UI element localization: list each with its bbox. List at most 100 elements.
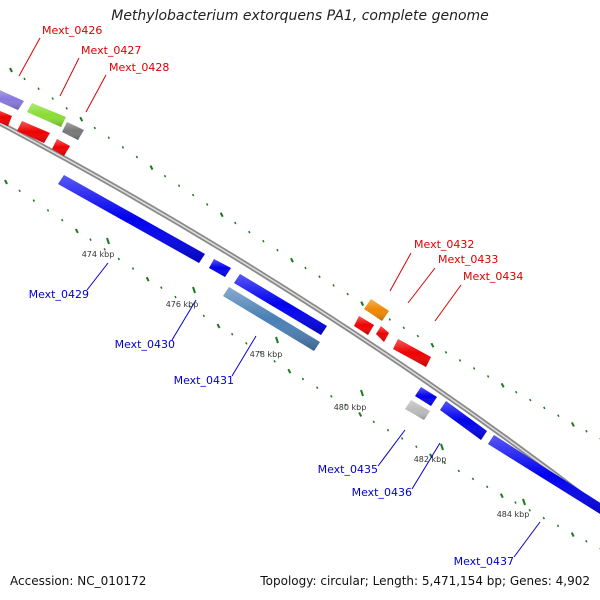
tick-dot [51,97,54,100]
tick-dot [79,116,84,122]
tick-dot [457,469,461,473]
gene-shade [209,259,231,277]
accession-text: Accession: NC_010172 [10,574,147,588]
tick-dot [386,428,390,432]
tick-dot [585,429,588,433]
tick-dot [304,266,307,270]
tick-label: 484 kbp [497,510,530,519]
tick-dot [485,485,489,489]
tick-dot [89,238,92,241]
tick-dot [32,199,36,202]
tick-dot [205,203,209,206]
tick-dot [135,155,139,159]
gene-shade [415,387,437,406]
tick-dot [529,398,532,402]
tick-dot [259,351,262,354]
gene-shade [17,121,50,143]
tick-dot [372,420,376,424]
gene-shade [62,122,84,140]
tick-label: 478 kbp [250,350,283,359]
tick-dot [60,218,64,222]
tick-dot [145,276,150,282]
tick-dot [163,174,167,178]
tick-dot [191,193,195,197]
gene-label-leader [411,442,441,490]
tick-dot [188,305,191,308]
tick-dot [276,248,279,252]
major-tick [106,237,110,245]
gene-shade [488,435,600,514]
gene-label: Mext_0437 [454,555,514,568]
gene-shade [0,90,24,110]
genes-layer [0,90,600,514]
tick-dot [430,342,435,348]
tick-dot [103,247,106,251]
gene-label-leader [377,429,406,467]
tick-dot [245,341,248,345]
tick-dot [402,326,406,330]
major-tick [192,286,196,294]
tick-dot [360,301,365,307]
gene-label: Mext_0435 [318,463,378,476]
tick-dot [74,228,79,234]
tick-dots [4,67,600,550]
tick-dot [332,284,335,287]
gene-label: Mext_0434 [463,270,523,283]
gene-shade [354,316,374,335]
tick-label: 480 kbp [334,403,367,412]
tick-dot [570,532,575,538]
tick-dot [230,332,234,336]
gene-shade [234,274,327,335]
tick-dot [9,67,13,73]
gene-label: Mext_0431 [174,374,234,387]
tick-dot [400,437,404,440]
tick-dot [216,323,221,329]
tick-dot [290,257,294,263]
gene-label-leader [389,252,412,292]
tick-dot [234,221,237,225]
genome-summary-text: Topology: circular; Length: 5,471,154 bp… [260,574,590,588]
tick-dot [287,368,292,374]
gene-label: Mext_0430 [115,338,175,351]
gene-shade [393,339,431,367]
tick-dot [556,524,560,528]
tick-dot [472,367,476,370]
gene-label-leader [231,335,257,377]
backbone [0,120,600,512]
gene-shade [58,175,205,263]
tick-dot [318,275,321,279]
tick-dot [471,477,475,481]
tick-dot [330,395,333,398]
tick-dot [416,334,420,338]
tick-dot [444,351,448,354]
map-title: Methylobacterium extorquens PA1, complet… [111,8,489,24]
tick-dot [301,377,305,381]
gene-label-leader [407,267,436,304]
tick-dot [388,318,391,321]
tick-dot [443,461,446,465]
gene-shade [376,326,389,342]
tick-dot [219,212,224,218]
tick-dot [571,422,575,427]
tick-dot [344,403,347,407]
tick-dot [458,359,462,362]
gene-label-leader [171,299,197,341]
tick-dot [262,239,265,243]
tick-dot [37,87,40,91]
gene-label: Mext_0427 [81,44,141,57]
gene-shade [27,103,66,127]
major-tick [360,389,364,397]
labels-layer: Mext_0426Mext_0427Mext_0428Mext_0429Mext… [18,24,541,568]
tick-dot [500,382,505,388]
gene-label: Mext_0433 [438,253,498,266]
tick-dot [174,295,177,299]
gene-label: Mext_0429 [29,288,89,301]
tick-dot [358,411,363,417]
gene-label-leader [85,74,107,113]
gene-label-leader [434,284,462,322]
tick-dot [18,189,21,193]
tick-dot [273,359,276,363]
tick-dot [415,445,418,448]
